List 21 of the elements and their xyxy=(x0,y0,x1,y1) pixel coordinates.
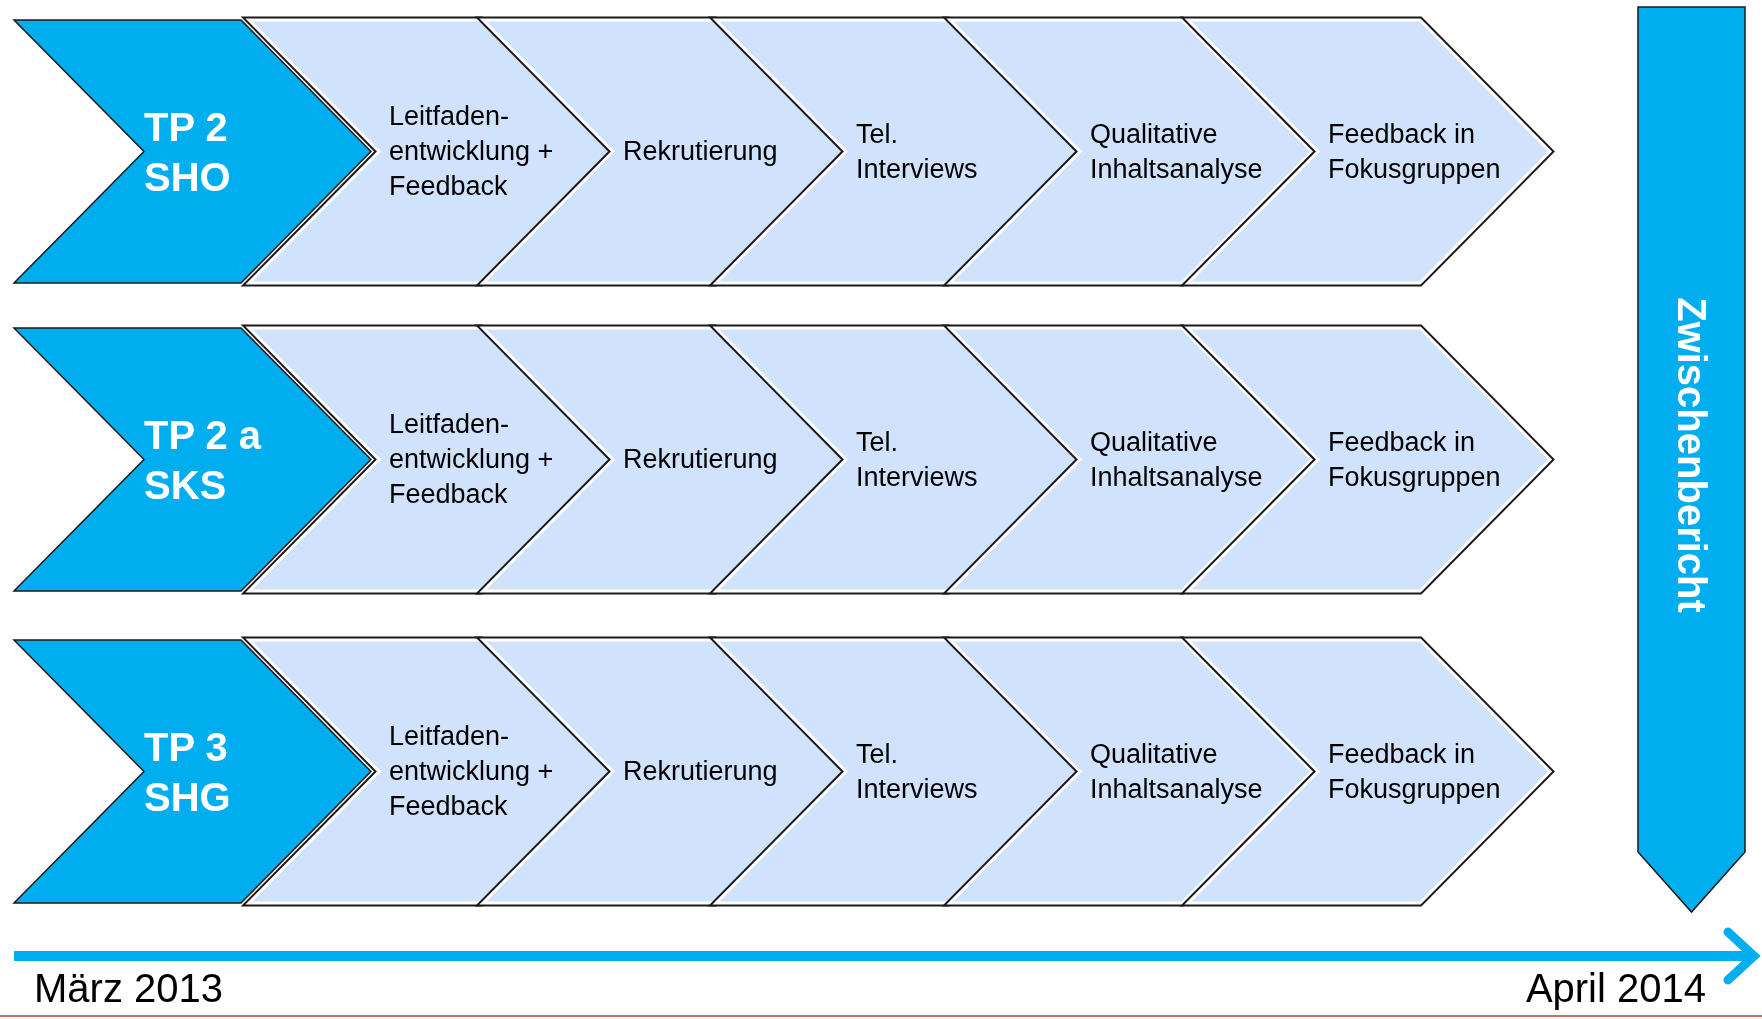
step-label: Rekrutierung xyxy=(623,754,779,788)
step-label: Qualitative Inhaltsanalyse xyxy=(1090,425,1264,494)
date-label: März 2013 xyxy=(34,966,223,1011)
step-label: Rekrutierung xyxy=(623,134,779,168)
step-label: Leitfaden- entwicklung + Feedback xyxy=(389,407,555,512)
step-label: Leitfaden- entwicklung + Feedback xyxy=(389,719,555,824)
date-label: April 2014 xyxy=(1525,966,1706,1011)
step-label: Feedback in Fokusgruppen xyxy=(1328,737,1502,806)
step-label: Feedback in Fokusgruppen xyxy=(1328,425,1502,494)
step-label: Rekrutierung xyxy=(623,442,779,476)
step-label: Tel. Interviews xyxy=(856,425,979,494)
step-label: Tel. Interviews xyxy=(856,737,979,806)
band-label: Zwischenbericht xyxy=(1668,297,1715,613)
step-label: Qualitative Inhaltsanalyse xyxy=(1090,737,1264,806)
step-label: Tel. Interviews xyxy=(856,117,979,186)
project-label: TP 3 SHG xyxy=(144,723,232,821)
step-label: Feedback in Fokusgruppen xyxy=(1328,117,1502,186)
step-label: Qualitative Inhaltsanalyse xyxy=(1090,117,1264,186)
step-label: Leitfaden- entwicklung + Feedback xyxy=(389,99,555,204)
project-label: TP 2 a SKS xyxy=(144,411,263,509)
project-label: TP 2 SHO xyxy=(144,103,232,201)
